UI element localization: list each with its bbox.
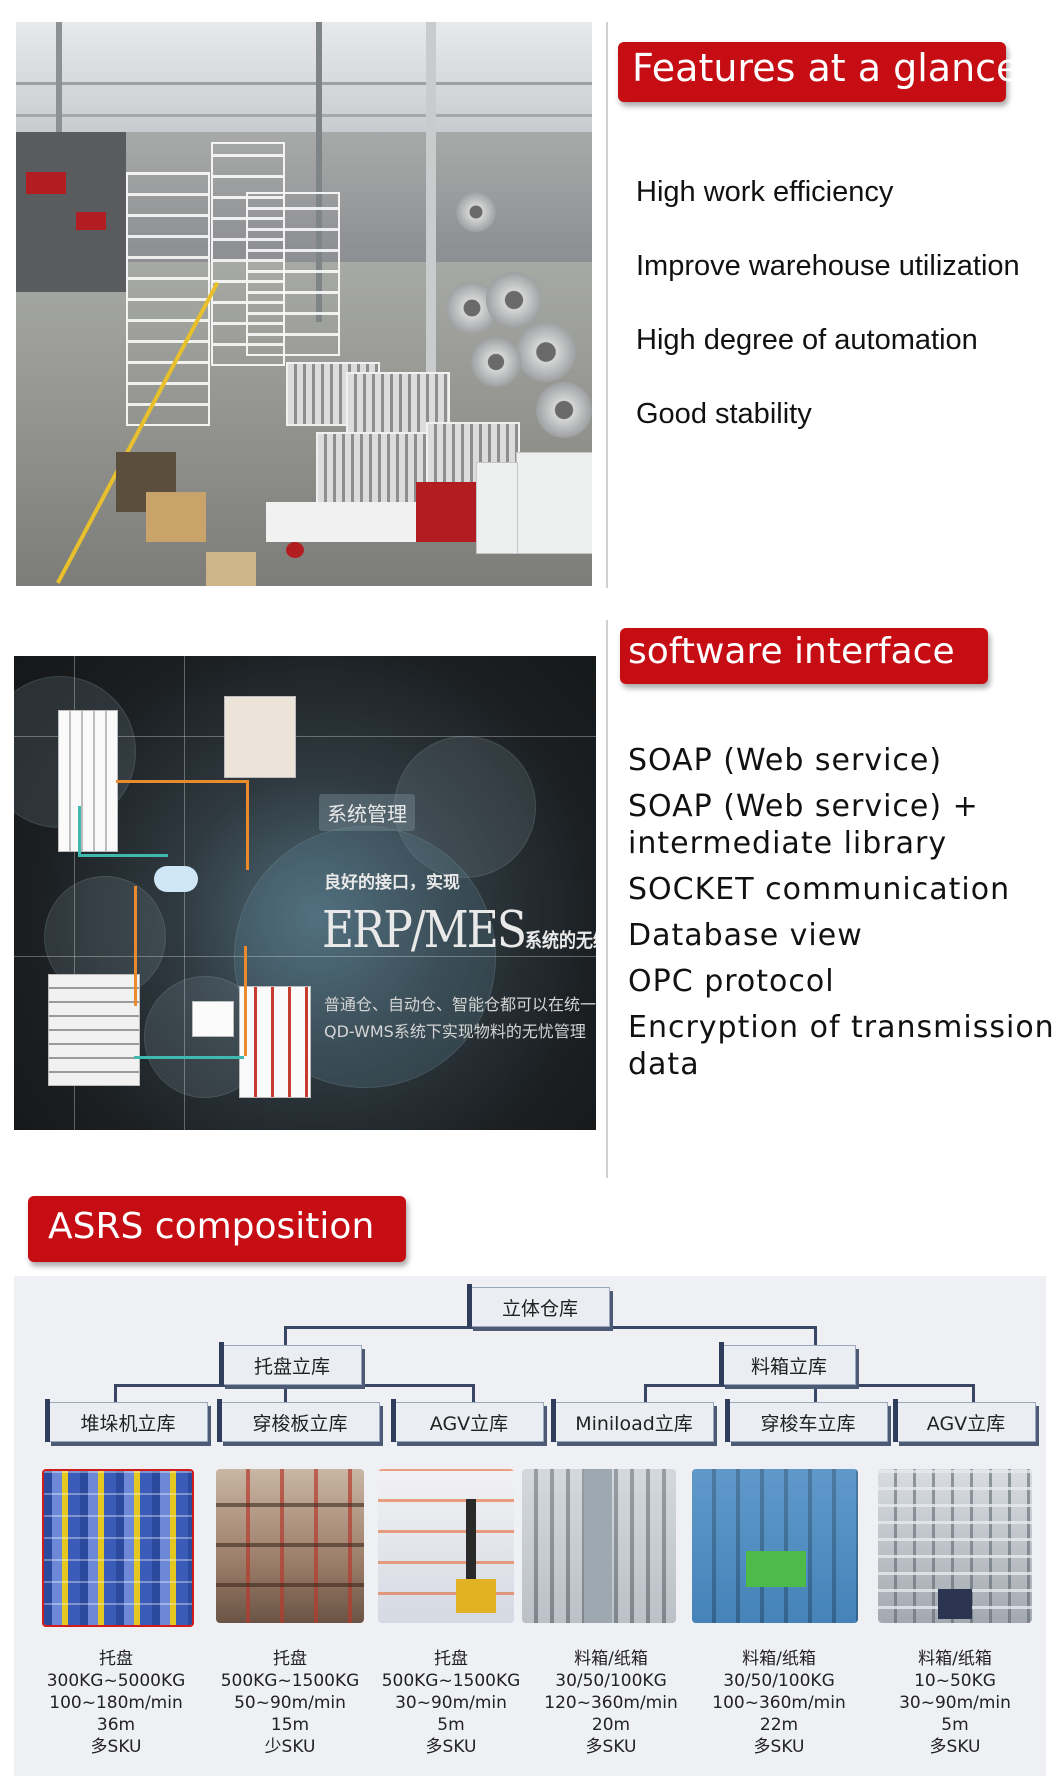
node-pallet-asrs: 托盘立库 (219, 1342, 362, 1385)
photo-shuttle-car-asrs (692, 1469, 858, 1623)
software-item: SOCKET communication (628, 872, 1011, 907)
factory-photo (16, 22, 592, 586)
feature-item: High work efficiency (636, 176, 894, 208)
divider-line (606, 620, 608, 1178)
node-agv-pallet: AGV立库 (391, 1399, 544, 1442)
image-line4: QD-WMS系统下实现物料的无忧管理 (324, 1022, 586, 1041)
software-item: Encryption of transmission (628, 1010, 1055, 1045)
software-heading: software interface (620, 628, 988, 684)
software-list: SOAP (Web service) SOAP (Web service) + … (628, 742, 1055, 1083)
node-stacker: 堆垛机立库 (45, 1399, 208, 1442)
menu-label: 系统管理 (319, 794, 415, 831)
photo-stacker-asrs (42, 1469, 194, 1627)
photo-agv-pallet-asrs (378, 1469, 514, 1623)
image-big-text: ERP/MES系统的无缝对接 (322, 901, 596, 960)
asrs-heading: ASRS composition (28, 1196, 406, 1262)
asrs-composition-chart: 立体仓库 托盘立库 料箱立库 堆垛机立库 穿梭板立库 AGV立库 Miniloa… (14, 1276, 1046, 1776)
software-item: data (628, 1047, 700, 1082)
software-illustration: 系统管理 良好的接口，实现 ERP/MES系统的无缝对接 普通仓、自动仓、智能仓… (14, 656, 596, 1130)
feature-item: Good stability (636, 398, 812, 430)
photo-miniload-asrs (522, 1469, 676, 1623)
feature-item: Improve warehouse utilization (636, 250, 1020, 282)
software-item: SOAP (Web service) (628, 743, 943, 778)
node-bin-asrs: 料箱立库 (719, 1342, 856, 1385)
photo-shuttle-board-asrs (216, 1469, 364, 1623)
image-line3: 普通仓、自动仓、智能仓都可以在统一的 (324, 995, 596, 1014)
divider-line (606, 22, 608, 588)
image-line1: 良好的接口，实现 (324, 873, 460, 893)
node-shuttle-board: 穿梭板立库 (217, 1399, 380, 1442)
node-agv-bin: AGV立库 (893, 1399, 1036, 1442)
software-item: SOAP (Web service) + (628, 789, 979, 824)
software-item: intermediate library (628, 826, 948, 861)
node-miniload: Miniload立库 (551, 1399, 714, 1442)
photo-agv-bin-asrs (878, 1469, 1032, 1623)
software-item: OPC protocol (628, 964, 835, 999)
features-list: High work efficiency Improve warehouse u… (636, 155, 1020, 451)
node-root: 立体仓库 (467, 1284, 610, 1327)
software-item: Database view (628, 918, 863, 953)
feature-item: High degree of automation (636, 324, 978, 356)
node-shuttle-car: 穿梭车立库 (725, 1399, 888, 1442)
features-heading: Features at a glance (618, 42, 1019, 102)
